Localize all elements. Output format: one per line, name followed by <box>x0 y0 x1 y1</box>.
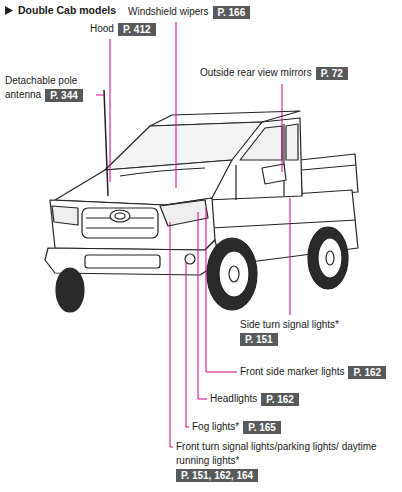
truck-drawing <box>45 90 358 312</box>
callout: Front side marker lights P. 162 <box>240 365 386 379</box>
part-name: Outside rear view mirrors <box>200 67 312 78</box>
part-name: Front side marker lights <box>240 366 344 377</box>
callout: Windshield wipers P. 166 <box>128 5 250 19</box>
page-reference: P. 162 <box>348 366 386 379</box>
title-bullet <box>5 6 13 15</box>
page-reference: P. 151 <box>240 333 278 346</box>
page-reference: P. 166 <box>213 6 251 19</box>
part-name: Headlights <box>210 393 257 404</box>
callout: Detachable pole antennaP. 344 <box>5 74 95 102</box>
callout: Headlights P. 162 <box>210 392 299 406</box>
page-reference: P. 72 <box>316 67 348 80</box>
part-name: Side turn signal lights* <box>240 319 339 330</box>
page-reference: P. 412 <box>118 23 156 36</box>
part-name: Fog lights* <box>192 421 239 432</box>
page-reference: P. 165 <box>243 421 281 434</box>
section-title: Double Cab models <box>18 3 116 17</box>
page-reference: P. 151, 162, 164 <box>176 469 258 482</box>
callout: Hood P. 412 <box>90 22 156 36</box>
callout: Fog lights* P. 165 <box>192 420 281 434</box>
callout: Outside rear view mirrors P. 72 <box>200 66 348 80</box>
part-name: Windshield wipers <box>128 6 209 17</box>
page-reference: P. 344 <box>45 89 83 102</box>
part-name: Hood <box>90 23 114 34</box>
page-reference: P. 162 <box>261 393 299 406</box>
callout: Front turn signal lights/parking lights/… <box>176 440 381 482</box>
leader-lines <box>96 22 290 447</box>
part-name: Front turn signal lights/parking lights/… <box>176 440 381 468</box>
callout: Side turn signal lights* P. 151 <box>240 318 339 346</box>
